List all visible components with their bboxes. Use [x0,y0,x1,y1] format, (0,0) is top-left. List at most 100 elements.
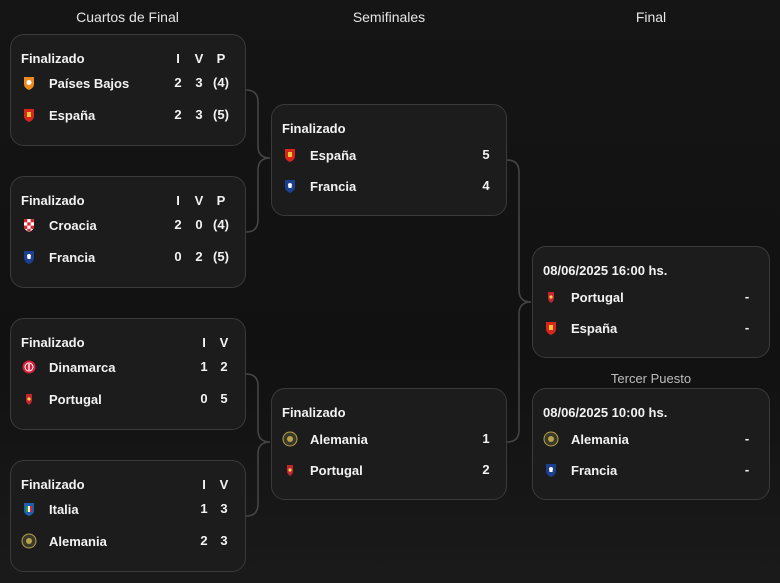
team-name: Países Bajos [49,75,130,91]
score-vuelta: 5 [220,391,228,406]
team-name: Alemania [571,431,629,447]
score-ida: 2 [200,533,208,548]
team-name: Italia [49,501,79,517]
score-penales: (4) [213,217,229,232]
team-name: España [49,107,96,123]
team-row[interactable]: Países Bajos [21,73,129,93]
score: 1 [482,431,490,446]
score-ida: 0 [174,249,182,264]
score-vuelta: 0 [195,217,203,232]
team-row[interactable]: Francia [543,460,617,480]
match-datetime: 08/06/2025 10:00 hs. [543,405,668,420]
team-name: Dinamarca [49,359,116,375]
team-row[interactable]: Croacia [21,215,97,235]
team-name: Croacia [49,217,97,233]
score-ida: 0 [200,391,208,406]
team-row[interactable]: Alemania [21,531,107,551]
portugal-flag-icon [282,462,298,478]
match-datetime: 08/06/2025 16:00 hs. [543,263,668,278]
denmark-flag-icon [21,359,37,375]
score-penales: (4) [213,75,229,90]
team-row[interactable]: Alemania [282,429,368,449]
team-row[interactable]: Dinamarca [21,357,115,377]
match-status: Finalizado [21,335,85,350]
match-status: Finalizado [21,193,85,208]
column-title-semifinals: Semifinales [352,9,426,25]
italy-flag-icon [21,501,37,517]
portugal-flag-icon [21,391,37,407]
score-ida: 1 [200,501,208,516]
team-row[interactable]: Francia [282,176,356,196]
spain-flag-icon [21,107,37,123]
header-ida: I [176,51,180,66]
semifinal-card[interactable]: Finalizado España 5 Francia 4 [271,104,507,216]
team-row[interactable]: España [282,145,356,165]
score-vuelta: 2 [220,359,228,374]
match-status: Finalizado [282,405,346,420]
quarterfinal-card[interactable]: Finalizado I V Italia 1 3 Alemania 2 3 [10,460,246,572]
header-ida: I [202,335,206,350]
header-vuelta: V [194,51,204,66]
score: 5 [482,147,490,162]
match-status: Finalizado [282,121,346,136]
portugal-flag-icon [543,289,559,305]
team-row[interactable]: Alemania [543,429,629,449]
team-name: Portugal [571,289,624,305]
third-place-card[interactable]: 08/06/2025 10:00 hs. Alemania - Francia … [532,388,770,500]
third-place-label: Tercer Puesto [610,371,692,386]
team-row[interactable]: España [543,318,617,338]
header-ida: I [202,477,206,492]
score: 2 [482,462,490,477]
header-penales: P [216,193,226,208]
team-name: Alemania [310,431,368,447]
header-ida: I [176,193,180,208]
team-row[interactable]: España [21,105,95,125]
team-name: Francia [310,178,357,194]
netherlands-flag-icon [21,75,37,91]
team-row[interactable]: Portugal [21,389,102,409]
score-ida: 2 [174,75,182,90]
team-row[interactable]: Portugal [543,287,624,307]
score-vuelta: 3 [195,107,203,122]
team-name: Portugal [49,391,102,407]
score: - [744,289,750,304]
spain-flag-icon [543,320,559,336]
team-name: Alemania [49,533,107,549]
score-ida: 2 [174,107,182,122]
quarterfinal-card[interactable]: Finalizado I V Dinamarca 1 2 Portugal 0 … [10,318,246,430]
spain-flag-icon [282,147,298,163]
quarterfinal-card[interactable]: Finalizado I V P Países Bajos 2 3 (4) Es… [10,34,246,146]
team-name: España [571,320,618,336]
column-title-final: Final [635,9,667,25]
score-vuelta: 2 [195,249,203,264]
france-flag-icon [21,249,37,265]
germany-flag-icon [543,431,559,447]
score: 4 [482,178,490,193]
column-title-quarterfinals: Cuartos de Final [76,9,179,25]
header-vuelta: V [219,477,229,492]
match-status: Finalizado [21,477,85,492]
france-flag-icon [543,462,559,478]
semifinal-card[interactable]: Finalizado Alemania 1 Portugal 2 [271,388,507,500]
final-card[interactable]: 08/06/2025 16:00 hs. Portugal - España - [532,246,770,358]
score: - [744,320,750,335]
score-ida: 1 [200,359,208,374]
header-vuelta: V [194,193,204,208]
score-penales: (5) [213,249,229,264]
germany-flag-icon [21,533,37,549]
score-penales: (5) [213,107,229,122]
france-flag-icon [282,178,298,194]
header-vuelta: V [219,335,229,350]
team-row[interactable]: Portugal [282,460,363,480]
score: - [744,462,750,477]
header-penales: P [216,51,226,66]
team-row[interactable]: Francia [21,247,95,267]
germany-flag-icon [282,431,298,447]
team-row[interactable]: Italia [21,499,79,519]
team-name: España [310,147,357,163]
score-vuelta: 3 [220,501,228,516]
quarterfinal-card[interactable]: Finalizado I V P Croacia 2 0 (4) Francia… [10,176,246,288]
score-ida: 2 [174,217,182,232]
team-name: Portugal [310,462,363,478]
